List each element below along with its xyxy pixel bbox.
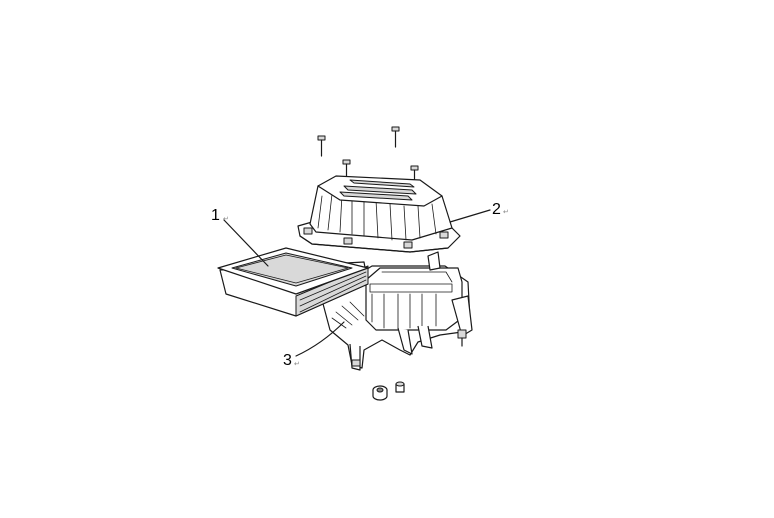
callout-3: 3 <box>283 352 292 369</box>
top-cover <box>297 175 461 253</box>
return-mark: ↵ <box>223 216 229 223</box>
callout-1: 1 <box>211 207 220 224</box>
leader-lines <box>223 209 491 357</box>
leader-line-3 <box>295 321 345 357</box>
leader-line-1 <box>223 219 269 267</box>
nut <box>395 381 405 393</box>
callout-2: 2 <box>492 201 501 218</box>
lower-housing <box>321 251 473 371</box>
grommet <box>372 385 388 401</box>
return-mark: ↵ <box>503 209 509 216</box>
return-mark: ↵ <box>294 361 300 368</box>
filter-element <box>217 247 369 317</box>
leader-line-2 <box>449 209 491 223</box>
screw <box>391 126 400 148</box>
screw <box>317 135 326 157</box>
